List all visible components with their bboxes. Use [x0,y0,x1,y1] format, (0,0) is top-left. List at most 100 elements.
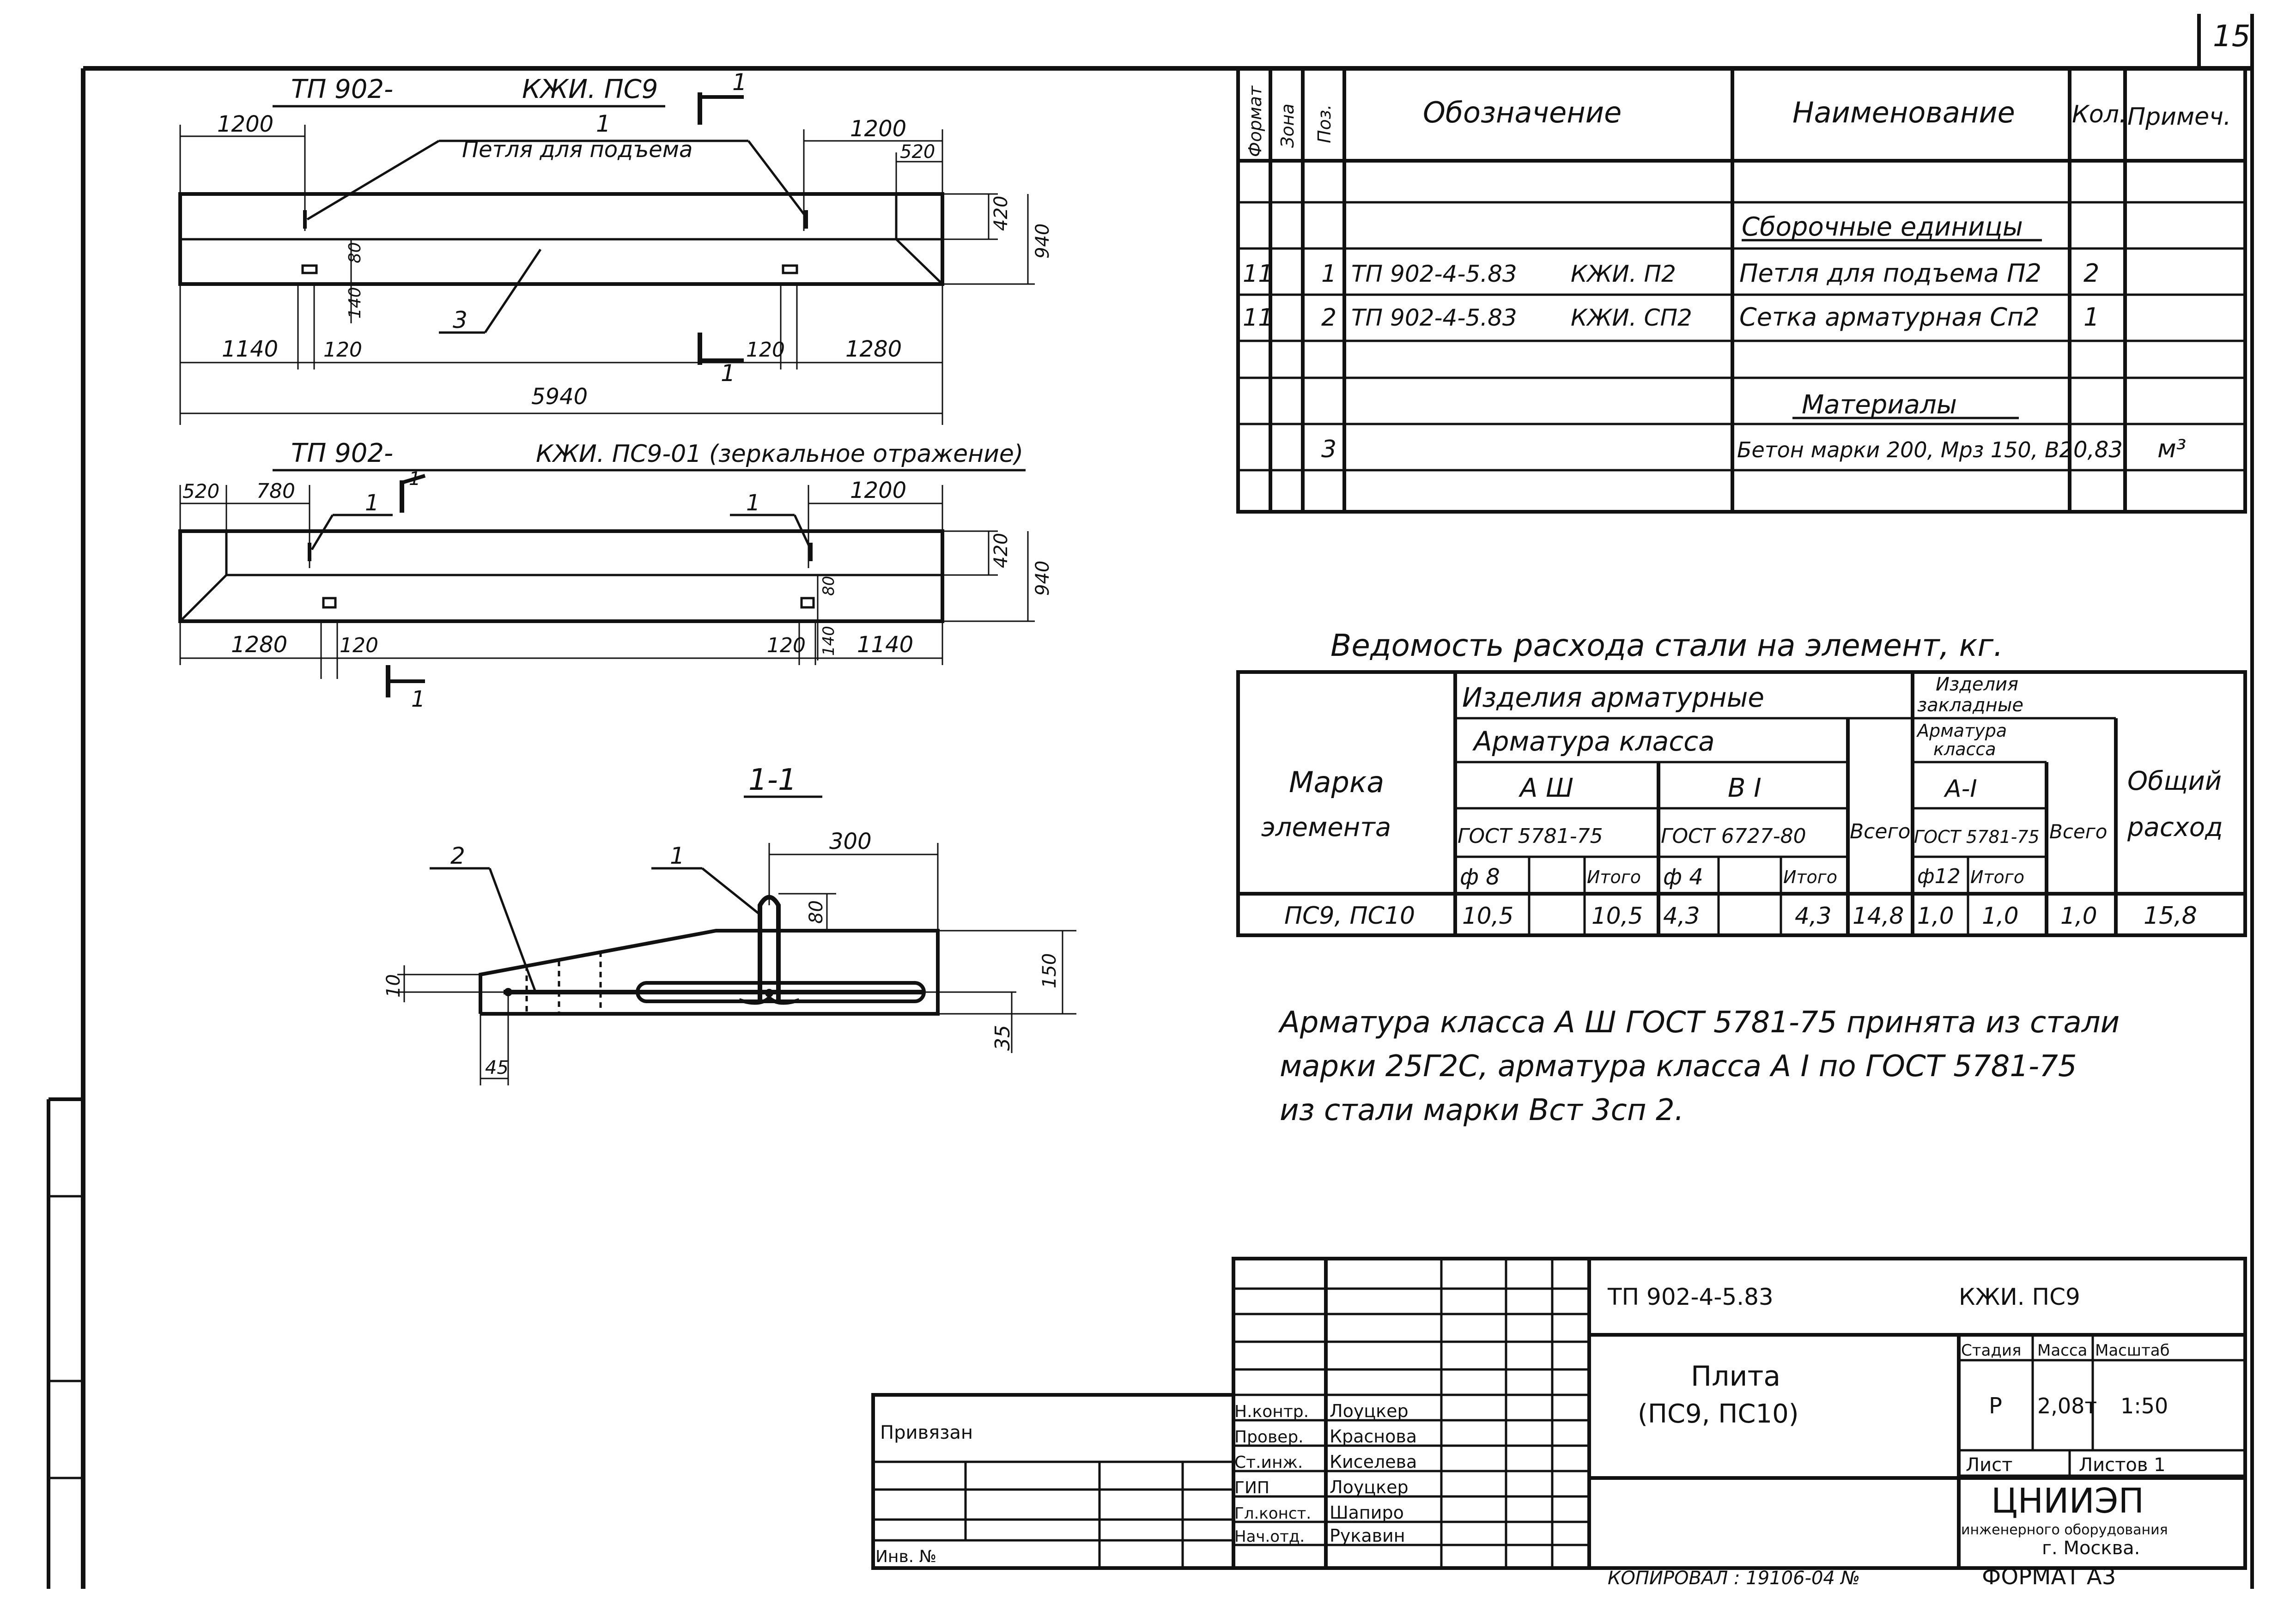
tb-role-2: Провер. [1234,1428,1304,1447]
section-dim-h10: 10 [383,974,404,998]
steel-row-vsego: 14,8 [1853,902,1904,929]
steel-a3-itogo: Итого [1587,867,1641,887]
section-leader-2: 2 [450,842,465,869]
tb-role-4: ГИП [1234,1478,1269,1497]
plan1-dim-bot-1280: 1280 [845,336,902,362]
spec-h-format: Формат [1245,85,1265,157]
steel-a1-itogo: Итого [1970,867,2024,887]
spec-row2-designation: ТП 902-4-5.83 [1351,304,1517,331]
steel-embedded2: закладные [1917,695,2023,716]
plan2-dim-1200: 1200 [850,478,906,503]
plan2-section-mark-top: 1 [409,468,420,490]
spec-row1-pos: 1 [1321,260,1336,288]
spec-row2-name: Сетка арматурная Сп2 [1739,303,2040,332]
steel-rebar-class: Арматура класса [1472,726,1715,757]
spec-section-assembly: Сборочные единицы [1742,212,2023,242]
tb-role-6: Нач.отд. [1234,1527,1305,1546]
section-title: 1-1 [748,763,797,797]
steel-embedded1: Изделия [1936,674,2018,695]
spec-row3-qty: 0,83 [2073,437,2123,463]
spec-row2-mark: КЖИ. СП2 [1571,304,1692,331]
notes: Арматура класса А Ш ГОСТ 5781-75 принята… [1278,1005,2120,1127]
tb-mass: 2,08т [2037,1393,2097,1418]
plan2-dim-h940: 940 [1032,561,1053,596]
format-text: ФОРМАТ А3 [1982,1564,2116,1590]
plan2-dim-520: 520 [182,480,219,503]
steel-b1: В I [1728,773,1761,803]
steel-gost-a3: ГОСТ 5781-75 [1458,824,1603,848]
steel-table: Ведомость расхода стали на элемент, кг. … [1236,628,2247,937]
spec-h-note: Примеч. [2127,103,2231,131]
section-1-1: 1-1 2 1 300 80 150 [383,763,1076,1085]
plan2-title-prefix: ТП 902- [291,438,393,468]
plan1-dim-h140: 140 [346,287,364,319]
plan1-dim-top-left: 1200 [217,111,273,137]
spec-h-zone: Зона [1277,103,1298,148]
tb-stage-label: Стадия [1961,1341,2021,1360]
steel-row-d8: 10,5 [1462,902,1513,929]
spec-row1-designation: ТП 902-4-5.83 [1351,260,1517,287]
spec-h-pos: Поз. [1314,104,1335,143]
spec-row1-mark: КЖИ. П2 [1571,260,1676,287]
plan2-dim-780: 780 [256,479,295,503]
steel-d8: ф 8 [1460,864,1500,890]
tb-sheets-label: Листов 1 [2079,1454,2166,1476]
plan1-section-mark-bottom: 1 [721,360,735,387]
plan2-leader-right: 1 [746,490,760,516]
tb-name-5: Шапиро [1330,1502,1404,1523]
steel-d12: ф12 [1917,865,1961,888]
spec-row1-qty: 2 [2083,259,2099,288]
tb-org-city: г. Москва. [2042,1538,2140,1559]
steel-a1: А-I [1944,775,1977,803]
plan2-dim-bot-1140: 1140 [857,632,913,658]
plan2-dim-bot-1280: 1280 [231,632,287,658]
plan1-dim-bot-1140: 1140 [222,336,278,362]
spec-h-qty: Кол. [2072,101,2127,128]
tb-name-6: Рукавин [1330,1526,1405,1546]
tb-inv: Инв. № [875,1547,936,1566]
steel-products-rebar: Изделия арматурные [1462,682,1764,713]
plan1-dim-h420: 420 [990,196,1012,231]
steel-title: Ведомость расхода стали на элемент, кг. [1330,628,2003,663]
plan1-dim-bot-120a: 120 [323,338,362,362]
steel-vsego: Всего [1850,820,1910,843]
sheet-number: 15 [2213,19,2250,54]
tb-role-5: Гл.конст. [1234,1504,1311,1523]
note-line-2: марки 25Г2С, арматура класса А I по ГОСТ… [1280,1049,2077,1084]
tb-privyazan: Привязан [880,1422,973,1443]
steel-d4: ф 4 [1663,864,1703,890]
steel-row-emb-vsego: 1,0 [2060,902,2097,929]
tb-role-3: Ст.инж. [1234,1453,1303,1472]
section-dim-300: 300 [829,829,872,854]
steel-gost-b1: ГОСТ 6727-80 [1661,824,1806,848]
plan2-title-suffix: КЖИ. ПС9-01 (зеркальное отражение) [536,440,1023,468]
steel-row-a1-itogo: 1,0 [1982,902,2019,929]
plan2-dim-h140: 140 [820,626,838,656]
plan1-section-mark-top: 1 [732,69,747,96]
steel-emb-class1: Арматура [1916,721,2007,741]
tb-product-name: Плита [1691,1360,1780,1393]
tb-scale-label: Масштаб [2095,1341,2170,1360]
plan2-dim-h80: 80 [820,576,838,596]
spec-row1-name: Петля для подъема П2 [1739,259,2041,288]
steel-total2: расход [2127,812,2223,842]
spec-row2-pos: 2 [1321,304,1336,332]
tb-name-3: Киселева [1330,1452,1417,1472]
steel-emb-vsego: Всего [2049,820,2108,843]
plan1-dim-corner: 520 [900,141,935,163]
section-dim-h150: 150 [1039,953,1060,988]
plan2-section-mark-bottom: 1 [411,686,425,712]
tb-org: ЦНИИЭП [1991,1481,2144,1521]
section-dim-h35: 35 [991,1025,1014,1051]
plan1-leader3: 3 [453,307,468,333]
plan-1: ТП 902- КЖИ. ПС9 1 1200 1200 520 1 Петля… [178,69,1053,425]
steel-b1-itogo: Итого [1783,867,1837,887]
spec-row3-name: Бетон марки 200, Мрз 150, В2 [1737,437,2073,462]
plan2-dim-h420: 420 [990,533,1012,568]
tb-doc-code: ТП 902-4-5.83 [1607,1284,1774,1310]
plan1-dim-h940: 940 [1032,224,1053,259]
tb-product-variants: (ПС9, ПС10) [1638,1399,1799,1429]
tb-sheet-label: Лист [1966,1454,2012,1476]
